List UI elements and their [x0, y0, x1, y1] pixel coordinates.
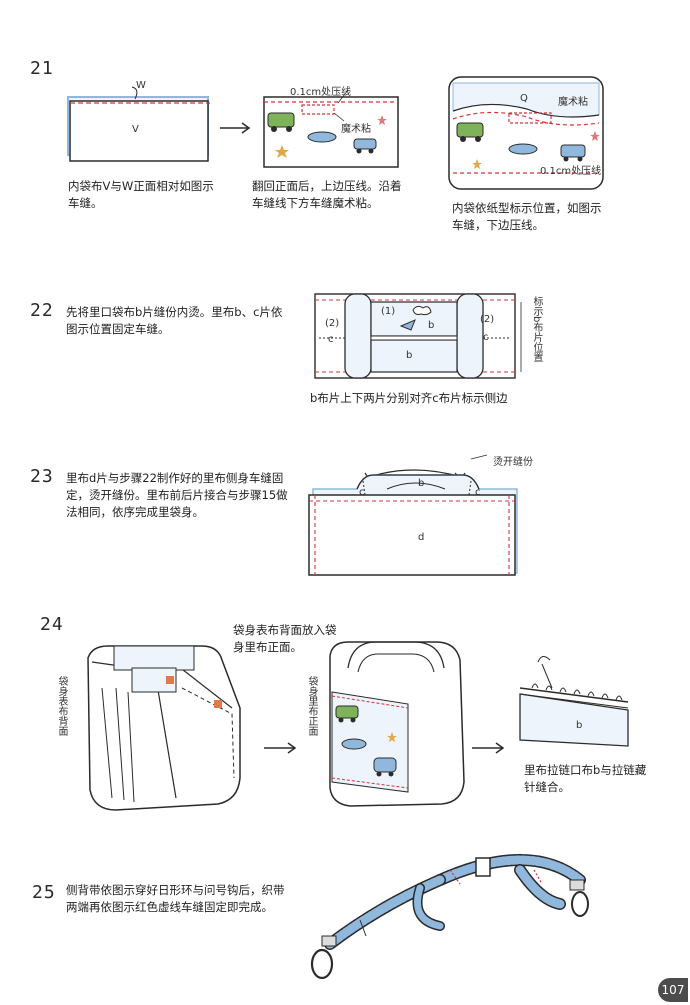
- step-25-caption: 侧背带依图示穿好日形环与问号钩后，织带两端再依图示红色虚线车缝固定即完成。: [66, 883, 285, 914]
- step-22-number: 22: [30, 300, 54, 321]
- swivel-hook-icon: [569, 879, 589, 917]
- car-print-icon: [456, 122, 484, 142]
- step-21-caption-a: 内袋布V与W正面相对如图示车缝。: [68, 179, 214, 210]
- label-22-ca: c: [328, 334, 334, 345]
- arrow-right-icon: [220, 122, 251, 134]
- label-q: Q: [520, 93, 528, 104]
- step-22-caption: 先将里口袋布b片缝份内烫。里布b、c片依图示位置固定车缝。: [66, 305, 283, 336]
- label-topstitch-2: 0.1cm处压线: [540, 166, 602, 177]
- arrow-right-icon: [472, 742, 505, 754]
- label-22-cb: c: [483, 332, 489, 343]
- step-23-caption: 里布d片与步骤22制作好的里布侧身车缝固定，烫开缝份。里布前后片接合与步骤15做…: [66, 471, 288, 519]
- arrow-right-icon: [264, 742, 297, 754]
- step-22-bottom-caption: b布片上下两片分别对齐c布片标示侧边: [310, 391, 508, 405]
- step-21-figure-b: [263, 89, 399, 168]
- step-24-figure-b: [329, 641, 465, 807]
- slider-buckle-icon: [475, 857, 491, 877]
- label-22-b2: b: [406, 350, 413, 361]
- step-24-top-caption: 袋身表布背面放入袋身里布正面。: [233, 623, 337, 654]
- plane-print-icon: [341, 738, 367, 750]
- step-21-number: 21: [30, 58, 54, 79]
- step-22-figure: [314, 293, 522, 379]
- step-23-figure: [308, 454, 518, 576]
- label-23-d: d: [418, 532, 425, 543]
- label-velcro-2: 魔术粘: [558, 97, 588, 108]
- label-topstitch: 0.1cm处压线: [290, 87, 352, 98]
- label-w: W: [136, 80, 146, 91]
- car-print-icon: [373, 757, 397, 777]
- car-print-icon: [267, 112, 295, 132]
- step-24-number: 24: [40, 614, 64, 635]
- label-velcro: 魔术粘: [341, 124, 371, 135]
- plane-print-icon: [399, 319, 416, 331]
- label-22-p2a: (2): [325, 318, 340, 329]
- swivel-hook-icon: [310, 935, 337, 980]
- step-21-figure-c: [448, 76, 604, 190]
- car-print-icon: [560, 144, 586, 162]
- label-22-mark: 标示b布片位置: [531, 296, 542, 363]
- car-print-icon: [335, 705, 359, 723]
- page-number: 107: [658, 978, 688, 1002]
- step-24-caption: 里布拉链口布b与拉链藏针缝合。: [524, 763, 647, 794]
- step-21-figure-a: [67, 86, 210, 162]
- cloud-print-icon: [412, 305, 432, 316]
- plane-print-icon: [508, 143, 538, 155]
- step-24-figure-c: [519, 656, 629, 747]
- star-print-icon: [387, 732, 397, 742]
- label-22-p1: (1): [381, 306, 396, 317]
- label-outer-back: 袋身表布背面: [56, 676, 67, 736]
- plane-print-icon: [307, 131, 337, 143]
- label-23-c1: c: [359, 487, 365, 498]
- star-print-icon: [275, 145, 289, 158]
- label-lining-front: 袋身里布正面: [306, 676, 317, 736]
- label-23-b: b: [418, 478, 425, 489]
- star-print-icon: [590, 131, 600, 141]
- label-22-b1: b: [428, 320, 435, 331]
- step-25-figure: [310, 854, 589, 980]
- car-print-icon: [353, 138, 377, 154]
- step-23-number: 23: [30, 466, 54, 487]
- label-24-b: b: [576, 720, 583, 731]
- star-print-icon: [377, 115, 387, 125]
- label-23-c2: c: [475, 487, 481, 498]
- step-21-caption-b: 翻回正面后，上边压线。沿着车缝线下方车缝魔术粘。: [252, 179, 402, 210]
- label-23-press: 烫开缝份: [493, 457, 533, 468]
- step-25-number: 25: [32, 882, 56, 903]
- step-24-figure-a: [87, 645, 241, 811]
- star-print-icon: [472, 159, 482, 169]
- label-v: V: [132, 124, 139, 135]
- label-22-p2b: (2): [480, 314, 495, 325]
- step-21-caption-c: 内袋依纸型标示位置，如图示车缝，下边压线。: [452, 201, 602, 232]
